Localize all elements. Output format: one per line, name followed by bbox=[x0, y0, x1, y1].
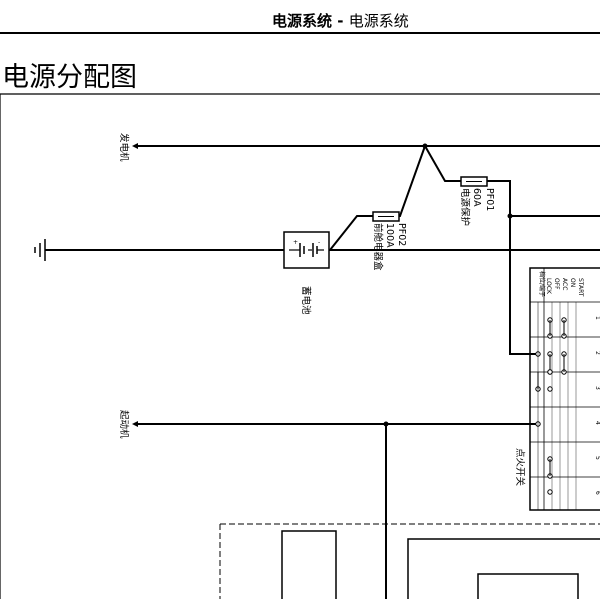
ignition-col-3: 3 bbox=[594, 386, 600, 390]
ground-icon bbox=[34, 239, 46, 261]
header-subsection: 电源系统 bbox=[348, 12, 409, 30]
ignition-header: 档位/端子 bbox=[538, 271, 546, 297]
header-section: 电源系统 bbox=[272, 12, 333, 30]
label-generator: 发电机 bbox=[118, 133, 130, 162]
diagram-frame bbox=[0, 93, 600, 599]
battery-icon: + - bbox=[283, 231, 330, 269]
page-header: 电源系统 - 电源系统 bbox=[0, 0, 600, 34]
ignition-switch-table bbox=[529, 267, 600, 511]
lower-box-inner bbox=[477, 573, 579, 599]
label-pf01-name: 电源保护 bbox=[459, 188, 471, 226]
lower-box-left bbox=[281, 530, 337, 599]
pf01-wire bbox=[424, 145, 536, 355]
dashed-enclosure bbox=[219, 523, 600, 599]
header-separator: - bbox=[332, 12, 349, 30]
generator-arrow bbox=[132, 143, 138, 149]
starter-arrow bbox=[132, 421, 138, 427]
label-pf01-rating: 60A bbox=[471, 188, 482, 207]
svg-text:-: - bbox=[318, 239, 320, 246]
ignition-col-2: 2 bbox=[594, 351, 600, 355]
label-starter: 起动机 bbox=[118, 410, 130, 439]
label-pf02-code: PF02 bbox=[396, 223, 407, 246]
ignition-row-on: ON bbox=[569, 278, 576, 287]
ignition-col-6: 6 bbox=[594, 491, 600, 495]
ignition-row-acc: ACC bbox=[561, 278, 568, 290]
label-pf01-code: PF01 bbox=[484, 188, 495, 211]
page-title: 电源分配图 bbox=[2, 62, 137, 93]
ignition-row-lock: LOCK bbox=[545, 278, 552, 295]
label-battery: 蓄电池 bbox=[300, 286, 312, 315]
ignition-row-off: OFF bbox=[553, 278, 560, 290]
svg-text:+: + bbox=[293, 239, 298, 246]
label-ignition-switch: 点火开关 bbox=[514, 448, 526, 487]
ignition-row-start: START bbox=[577, 278, 584, 297]
ignition-col-1: 1 bbox=[594, 316, 600, 320]
label-pf02-rating: 100A bbox=[384, 223, 395, 248]
ignition-col-5: 5 bbox=[594, 456, 600, 460]
lower-box-right bbox=[407, 538, 600, 599]
label-pf02-name: 前舱电器盒 bbox=[372, 223, 384, 271]
ignition-col-4: 4 bbox=[594, 421, 600, 425]
header-title: 电源系统 - 电源系统 bbox=[272, 10, 409, 31]
